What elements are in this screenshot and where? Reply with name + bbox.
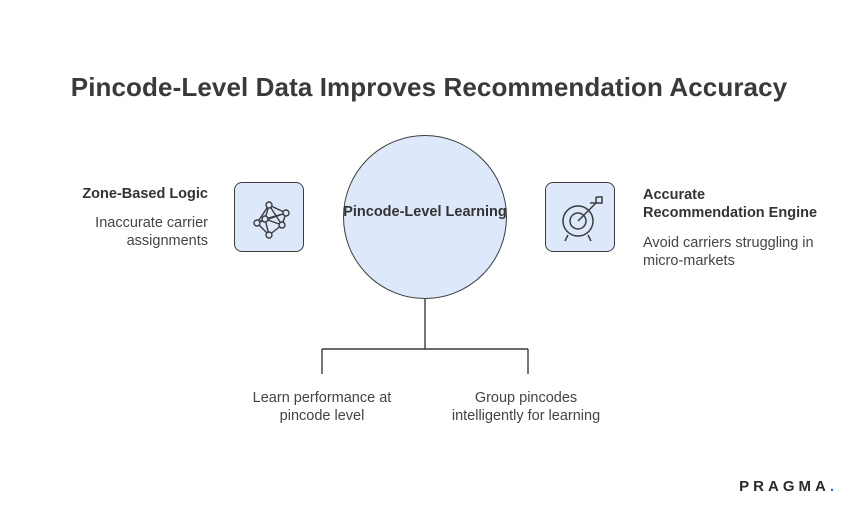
left-description: Inaccurate carrier assignments xyxy=(95,215,208,249)
logo-text: PRAGMA xyxy=(739,478,830,495)
page-title: Pincode-Level Data Improves Recommendati… xyxy=(70,72,788,102)
target-icon-box xyxy=(545,182,615,252)
network-icon-box xyxy=(234,182,304,252)
left-heading: Zone-Based Logic xyxy=(82,186,208,202)
target-icon xyxy=(562,196,603,242)
right-description: Avoid carriers struggling in micro-marke… xyxy=(643,235,814,269)
hub-label: Pincode-Level Learning xyxy=(343,204,507,220)
branch-right-text: Group pincodes intelligently for learnin… xyxy=(451,390,601,424)
right-heading: Accurate Recommendation Engine xyxy=(643,187,818,221)
network-icon xyxy=(253,201,290,239)
accurate-recommendation-engine-block: Accurate Recommendation Engine Avoid car… xyxy=(643,186,823,270)
branch-left-text: Learn performance at pincode level xyxy=(252,390,392,424)
logo-dot: . xyxy=(829,478,838,495)
pincode-level-learning-circle xyxy=(343,135,507,299)
pragma-logo: PRAGMA. xyxy=(739,478,838,495)
zone-based-logic-block: Zone-Based Logic Inaccurate carrier assi… xyxy=(40,186,208,250)
